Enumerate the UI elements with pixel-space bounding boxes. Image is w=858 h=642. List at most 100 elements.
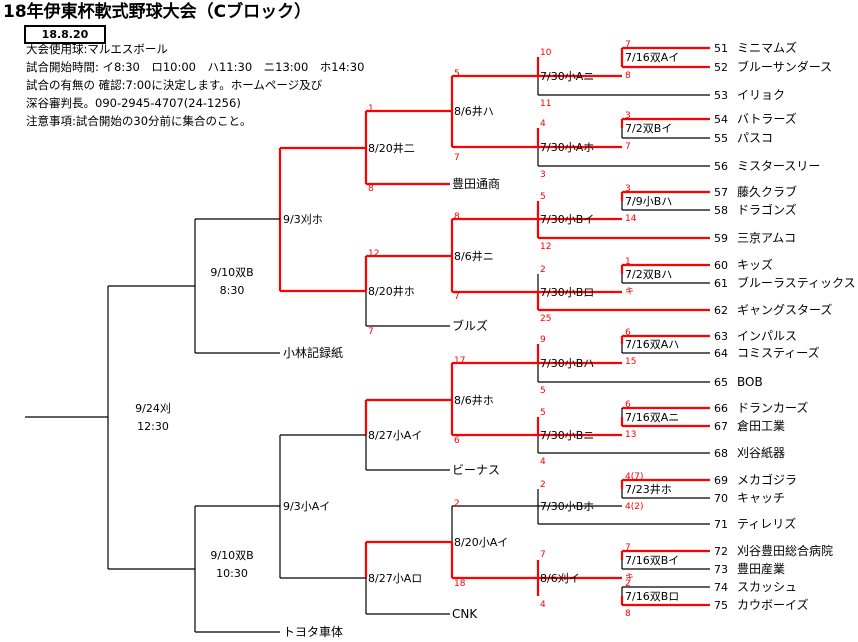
seeded-team: CNK: [452, 607, 478, 621]
team-number: 63: [714, 330, 728, 343]
score: 8: [625, 609, 631, 619]
team-name: カウボーイズ: [737, 597, 809, 612]
team-number: 56: [714, 160, 728, 173]
match-label: 8/6井ニ: [454, 249, 494, 263]
info-line-confirmation: 試合の有無の 確認:7:00に決定します。ホームページ及び: [26, 78, 323, 92]
team-name: イリョク: [737, 88, 785, 102]
team-name: 刈谷紙器: [737, 445, 785, 460]
score: 12: [368, 249, 379, 259]
seeded-team: 豊田通商: [452, 176, 500, 191]
score: 18: [454, 579, 466, 589]
match-label: 7/2双Bイ: [625, 122, 672, 135]
team-name: ミニマムズ: [737, 40, 797, 55]
team-number: 59: [714, 232, 728, 245]
score: 4: [540, 119, 546, 129]
score: 5: [540, 192, 546, 202]
score: 8: [368, 184, 374, 194]
score: 2: [625, 579, 631, 589]
info-line-notice: 注意事項:試合開始の30分前に集合のこと。: [26, 114, 252, 128]
date-badge: 18.8.20: [24, 25, 106, 44]
score: 5: [540, 408, 546, 418]
info-line-ball: 大会使用球:マルエスボール: [26, 42, 168, 56]
score: 5: [540, 386, 546, 396]
score: 3: [540, 170, 546, 180]
team-number: 68: [714, 447, 728, 460]
team-number: 70: [714, 492, 728, 505]
match-label: 8:30: [220, 284, 245, 297]
match-label: 7/30小Aホ: [540, 141, 594, 154]
team-name: ドランカーズ: [737, 400, 808, 415]
seeded-team: トヨタ車体: [283, 625, 343, 639]
match-label: 9/3刈ホ: [283, 213, 323, 226]
score: 5: [454, 69, 460, 79]
score: 25: [540, 314, 551, 324]
team-number: 72: [714, 545, 728, 558]
team-name: スカッシュ: [737, 580, 797, 594]
team-name: キャッチ: [737, 491, 785, 505]
team-name: キッズ: [737, 257, 773, 272]
match-label: 7/30小Bハ: [540, 357, 594, 370]
team-number: 67: [714, 420, 728, 433]
team-number: 60: [714, 259, 728, 272]
team-name: バトラーズ: [737, 111, 797, 126]
score: 8: [625, 71, 631, 81]
seeded-team: ビーナス: [452, 463, 500, 477]
match-label: 8/27小Aイ: [368, 429, 422, 442]
score: キ: [625, 287, 634, 297]
team-name: 豊田産業: [737, 561, 785, 576]
team-number: 71: [714, 518, 728, 531]
score: 8: [454, 212, 460, 222]
score: 9: [540, 335, 546, 345]
score: 14: [625, 214, 637, 224]
match-label: 8/20小Aイ: [454, 536, 508, 549]
score: 7: [625, 142, 631, 152]
match-label: 8/20井二: [368, 141, 415, 155]
team-number: 62: [714, 304, 728, 317]
team-name: 倉田工業: [737, 418, 785, 433]
score: 4: [540, 457, 546, 467]
team-number: 69: [714, 474, 728, 487]
team-name: パスコ: [737, 131, 773, 145]
score: 4(2): [625, 502, 643, 512]
team-name: インパルス: [737, 329, 797, 343]
match-label: 7/2双Bハ: [625, 268, 672, 281]
score: 1: [625, 257, 631, 267]
score: 6: [625, 400, 631, 410]
match-label: 12:30: [137, 420, 169, 433]
team-number: 74: [714, 581, 728, 594]
team-number: 58: [714, 204, 728, 217]
score: 4(7): [625, 472, 643, 482]
score: 3: [625, 111, 631, 121]
score: 2: [540, 480, 546, 490]
score: 7: [368, 327, 374, 337]
team-name: ティレリズ: [737, 516, 796, 531]
team-number: 64: [714, 347, 728, 360]
team-number: 54: [714, 113, 728, 126]
team-number: 52: [714, 61, 728, 74]
team-name: 刈谷豊田総合病院: [737, 543, 833, 558]
score: 13: [625, 430, 636, 440]
match-label: 7/30小Bホ: [540, 500, 594, 513]
score: 7: [454, 153, 460, 163]
team-number: 66: [714, 402, 728, 415]
score: 1: [368, 104, 374, 114]
team-number: 73: [714, 563, 728, 576]
score: 17: [454, 356, 465, 366]
score: 3: [625, 184, 631, 194]
match-label: 7/16双Aイ: [625, 51, 679, 64]
team-name: ミスタースリー: [737, 159, 820, 173]
match-label: 7/16双Aハ: [625, 338, 679, 351]
match-label: 7/16双Bロ: [625, 590, 679, 603]
score: 6: [625, 328, 631, 338]
match-label: 9/10双B: [210, 549, 253, 562]
team-number: 61: [714, 277, 728, 290]
score: 7: [625, 543, 631, 553]
match-label: 8/27小Aロ: [368, 572, 422, 585]
match-label: 7/30小Bイ: [540, 213, 594, 226]
team-name: ドラゴンズ: [737, 202, 797, 217]
info-line-referee-phone: 深谷審判長。090-2945-4707(24-1256): [26, 96, 241, 110]
score: 7: [625, 40, 631, 50]
team-name: 藤久クラブ: [737, 184, 797, 199]
match-label: 8/6刈イ: [540, 572, 580, 585]
